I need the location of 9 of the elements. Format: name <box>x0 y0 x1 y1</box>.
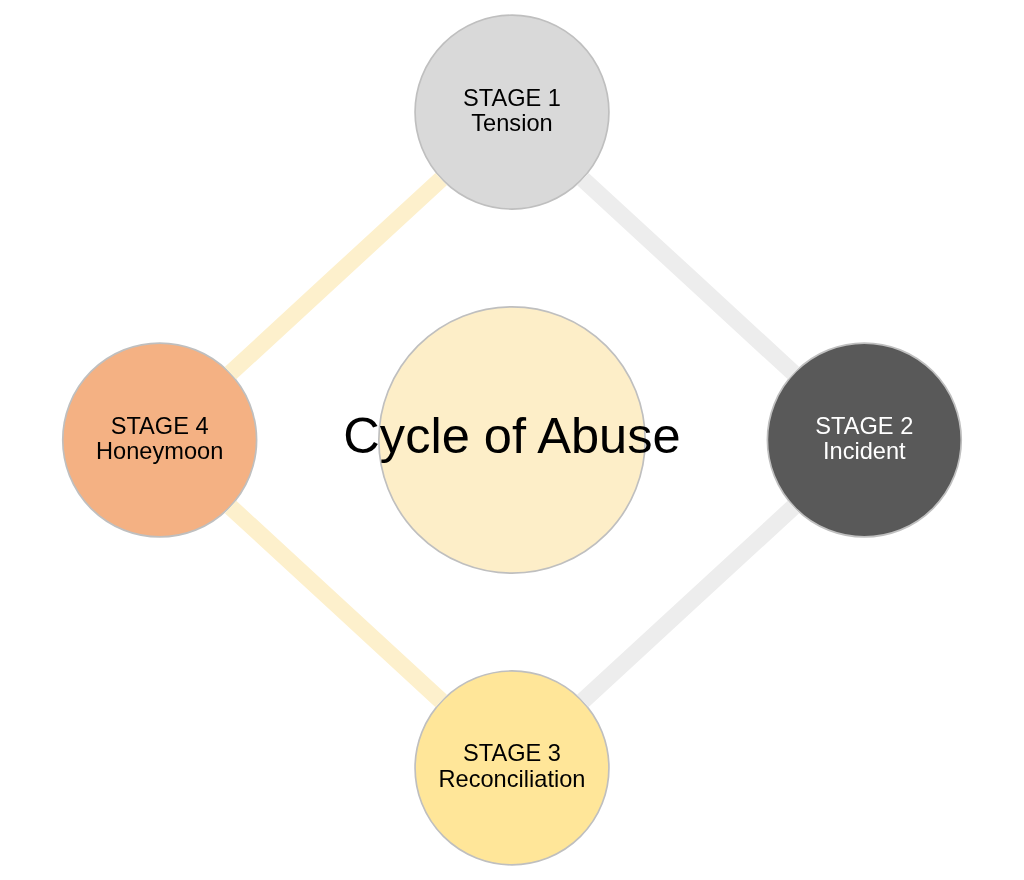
node-label: Cycle of Abuse <box>343 406 681 464</box>
node-circle: STAGE 3 Reconciliation <box>414 670 610 866</box>
node-circle: STAGE 2 Incident <box>766 342 963 538</box>
connector <box>224 172 447 380</box>
connector <box>224 500 447 708</box>
connector <box>577 500 800 708</box>
node-circle: STAGE 4 Honeymoon <box>61 342 258 538</box>
connector <box>577 172 800 380</box>
node-circle: STAGE 1 Tension <box>414 14 610 210</box>
